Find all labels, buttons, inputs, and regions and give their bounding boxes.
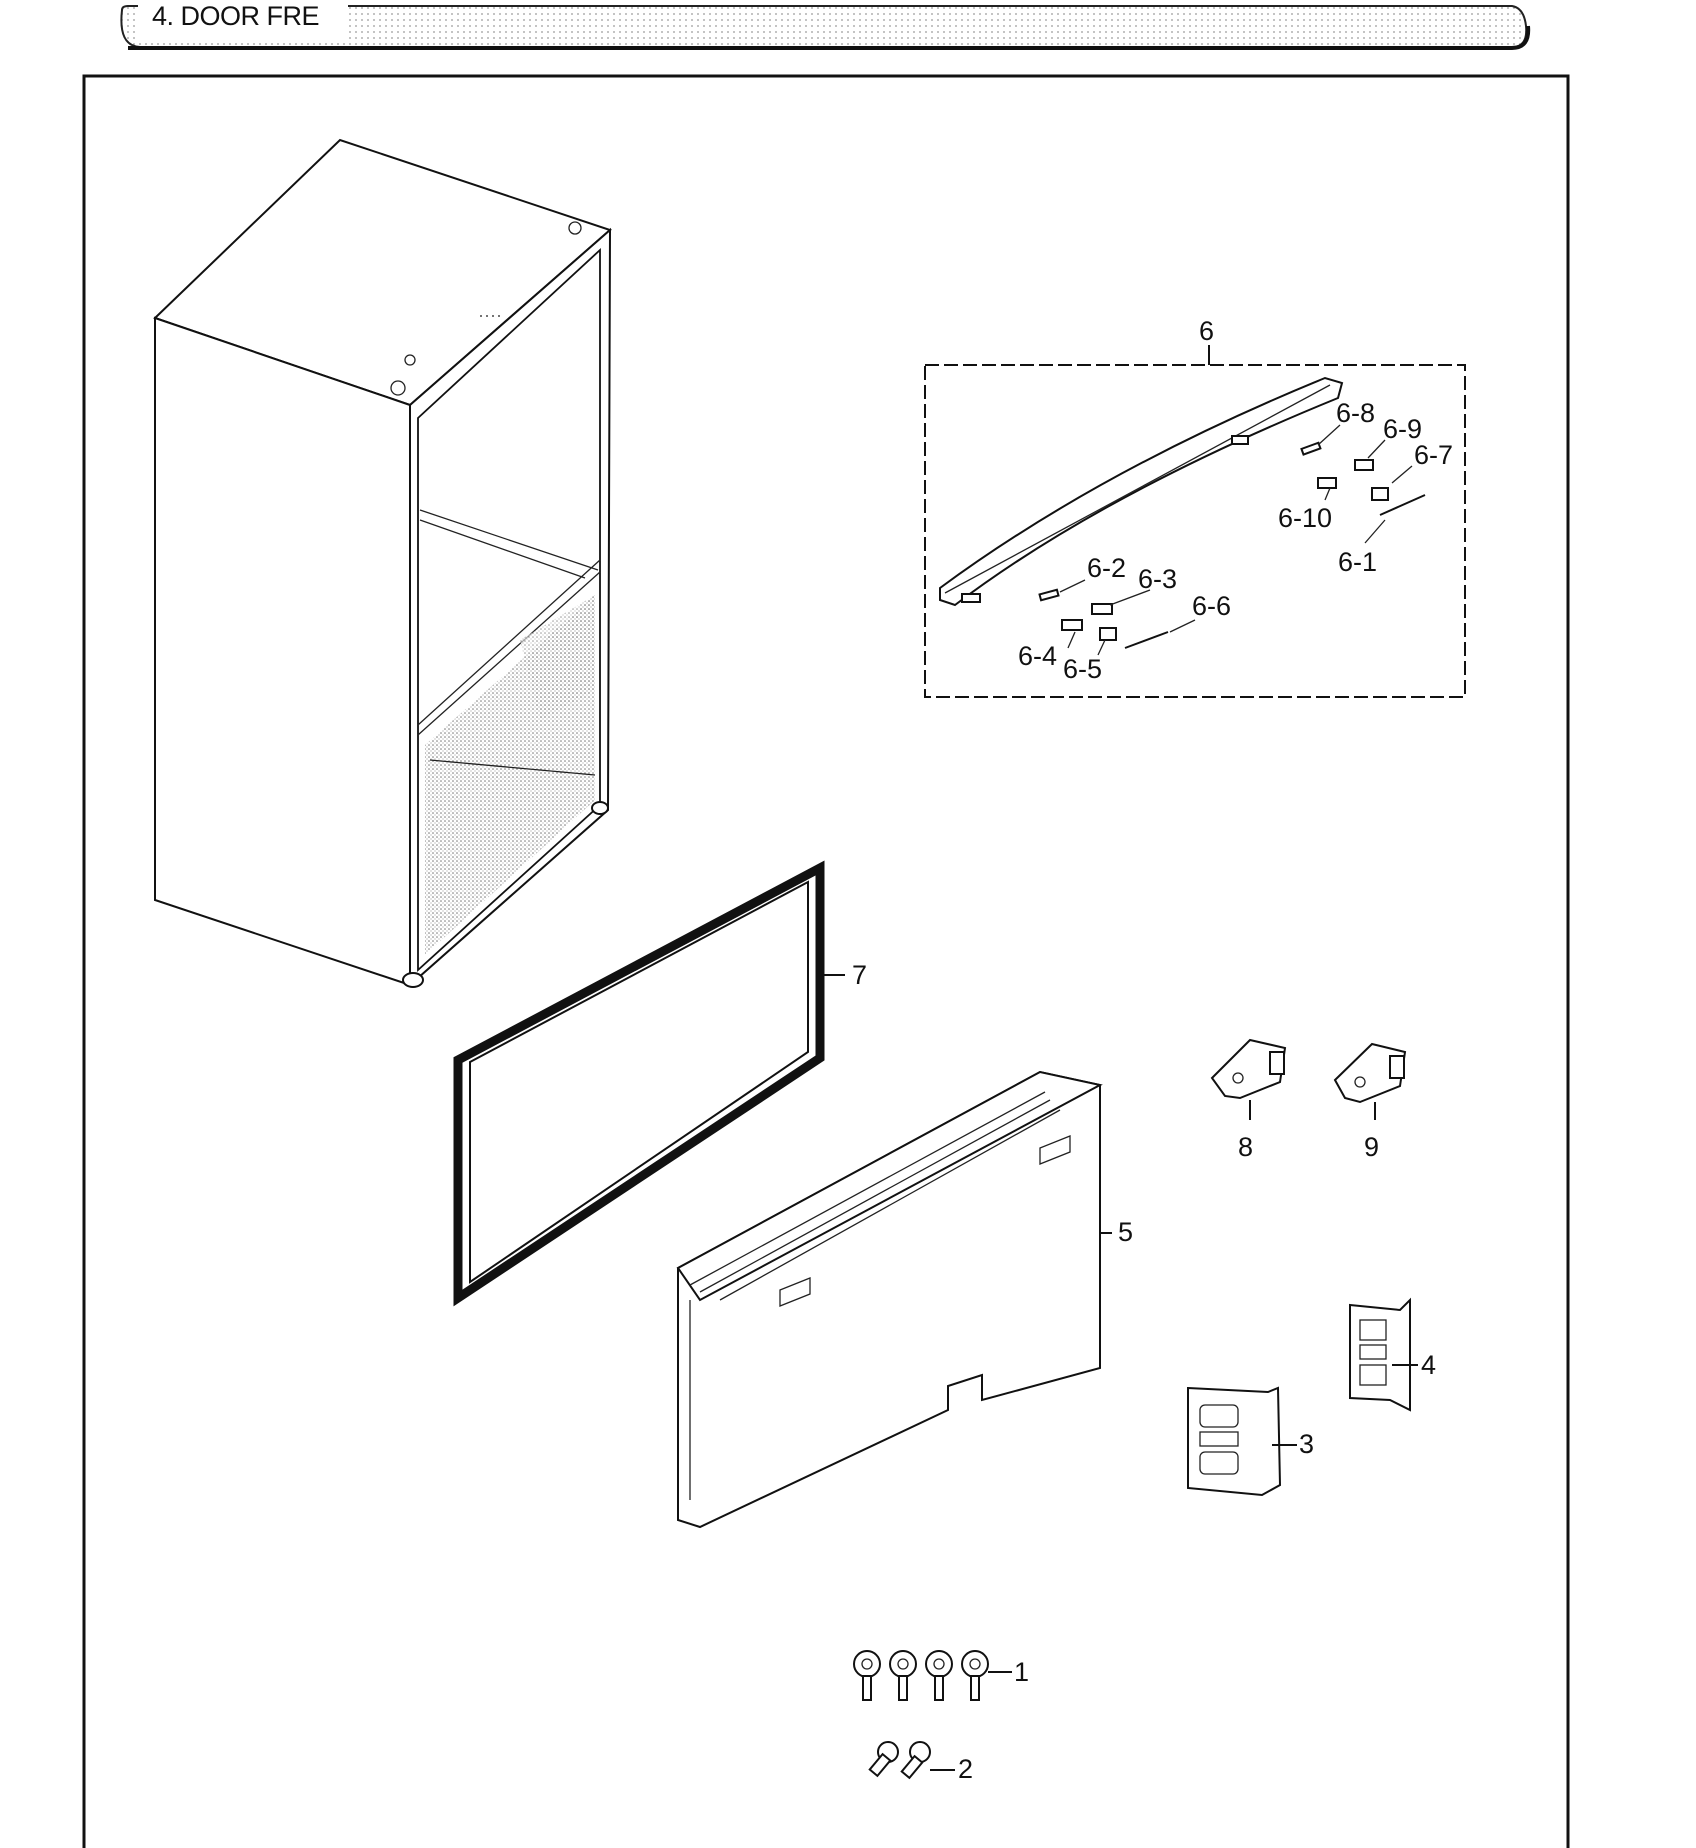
bracket-part-4 [1349,1297,1411,1412]
label-6-6: 6-6 [1192,591,1231,621]
door-handle-part-6 [939,376,1344,607]
label-6-10: 6-10 [1278,503,1332,533]
door-gasket-part-7 [453,860,825,1307]
label-2: 2 [958,1754,973,1784]
label-3: 3 [1299,1429,1314,1459]
label-1: 1 [1014,1657,1029,1687]
handle-small-parts [1038,441,1426,649]
section-header-bar [120,4,1531,50]
label-6-3: 6-3 [1138,564,1177,594]
label-4: 4 [1421,1350,1436,1380]
freezer-door-part-5 [676,1070,1103,1529]
label-7: 7 [852,960,867,990]
screws-part-2 [868,1741,931,1780]
screws-part-1 [853,1650,989,1701]
label-6-4: 6-4 [1018,641,1057,671]
label-6: 6 [1199,316,1214,346]
label-8: 8 [1238,1132,1253,1162]
section-title: 4. DOOR FRE [152,1,320,31]
label-6-2: 6-2 [1087,553,1126,583]
bracket-part-3 [1187,1386,1282,1497]
refrigerator-cabinet-illustration [153,138,612,988]
handle-assembly-box [924,364,1466,698]
label-6-9: 6-9 [1383,414,1422,444]
diagram-frame [82,74,1570,1848]
label-6-8: 6-8 [1336,398,1375,428]
leader-lines [820,345,1418,1771]
hinge-part-8 [1210,1038,1287,1100]
label-6-5: 6-5 [1063,654,1102,684]
label-6-1: 6-1 [1338,547,1377,577]
label-9: 9 [1364,1132,1379,1162]
hinge-part-9 [1333,1042,1407,1104]
label-5: 5 [1118,1217,1133,1247]
label-6-7: 6-7 [1414,440,1453,470]
